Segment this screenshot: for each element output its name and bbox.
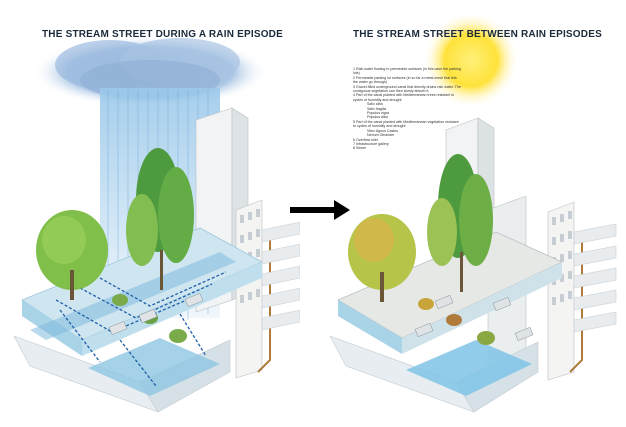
sun-icon — [423, 12, 519, 108]
street-block-dry — [329, 231, 563, 413]
legend-item: 3 Gravel-filled underground canal that d… — [353, 84, 462, 94]
legend-item: Populus nigra — [367, 111, 389, 116]
legend: 1 Rain water flowing to permeable surfac… — [353, 67, 461, 151]
street-block — [13, 227, 263, 413]
rain-episode-title: THE STREAM STREET DURING A RAIN EPISODE — [42, 29, 283, 40]
legend-item: Salix fragilis — [367, 106, 387, 111]
legend-item: Nerium Oleander — [367, 133, 395, 138]
legend-item: 5 Part of the canal planted with Mediter… — [353, 119, 459, 129]
legend-item: 2 Permeable parking lot surfaces (in so … — [353, 75, 457, 85]
legend-item: 8 Sewer — [353, 146, 367, 151]
between-rain-panel: THE STREAM STREET BETWEEN RAIN EPISODES … — [326, 0, 626, 427]
rain-episode-illustration — [13, 36, 300, 413]
water-flow-lines — [55, 271, 227, 387]
between-rain-title: THE STREAM STREET BETWEEN RAIN EPISODES — [353, 29, 602, 40]
legend-item: 6 Overflow inlet — [353, 137, 378, 142]
legend-item: 7 Infrastructure gallery — [353, 141, 389, 146]
legend-item: Vitex Agnus Castus — [367, 128, 399, 133]
parked-cars — [108, 292, 204, 336]
legend-item: Populus alba — [367, 115, 388, 120]
legend-item: 4 Part of the canal planted with Mediter… — [353, 93, 455, 102]
legend-item: Salix alba — [367, 102, 383, 107]
trees — [36, 148, 194, 343]
trees-dry — [348, 154, 495, 345]
between-rain-illustration — [329, 12, 617, 413]
parked-cars-dry — [414, 294, 534, 342]
rain-episode-panel: THE STREAM STREET DURING A RAIN EPISODE — [0, 0, 300, 427]
legend-item: 1 Rain water flowing to permeable surfac… — [353, 67, 461, 76]
